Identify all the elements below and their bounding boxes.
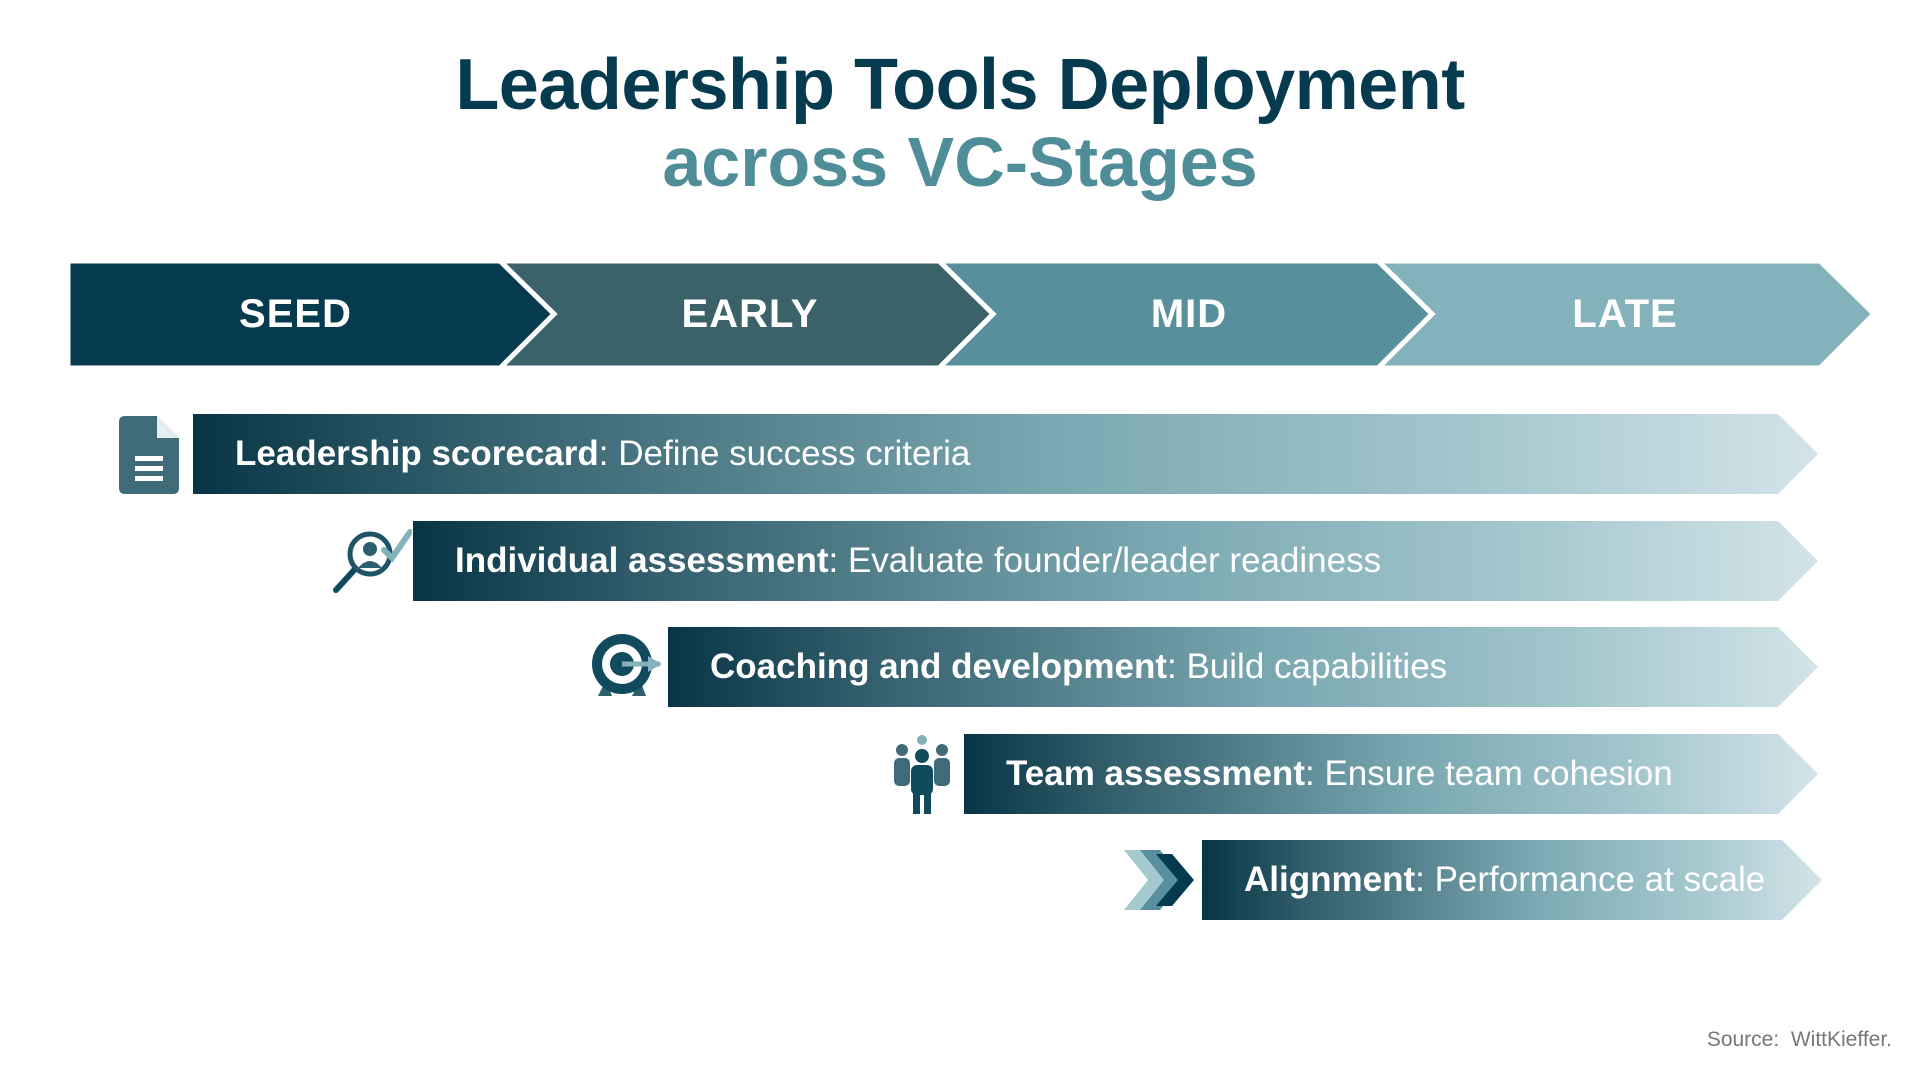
- tool-bar-coaching-and-development: Coaching and development: Build capabili…: [668, 627, 1818, 707]
- tool-bar-alignment: Alignment: Performance at scale: [1202, 840, 1822, 920]
- tool-separator: :: [1167, 647, 1177, 686]
- magnifier-person-check-icon: [333, 529, 412, 593]
- title-line-1: Leadership Tools Deployment: [455, 45, 1465, 125]
- title-line-2: across VC-Stages: [662, 122, 1258, 201]
- stage-label-seed: SEED: [239, 292, 352, 336]
- target-icon: [592, 634, 662, 696]
- tool-separator: :: [1415, 860, 1425, 899]
- double-chevron-icon: [1124, 850, 1194, 910]
- document-icon: [119, 416, 179, 494]
- tool-description: Evaluate founder/leader readiness: [838, 541, 1382, 580]
- tool-separator: :: [1304, 754, 1315, 793]
- tool-separator: :: [598, 434, 609, 473]
- tool-name: Individual assessment: [455, 541, 829, 580]
- tool-name: Coaching and development: [710, 647, 1167, 686]
- tool-bar-team-assessment: Team assessment: Ensure team cohesion: [964, 734, 1818, 814]
- tool-bar-leadership-scorecard: Leadership scorecard: Define success cri…: [193, 414, 1818, 494]
- tool-description: Define success criteria: [608, 434, 971, 473]
- team-people-icon: [894, 735, 950, 814]
- stage-label-early: EARLY: [681, 292, 819, 336]
- source-note: Source: WittKieffer.: [1706, 1028, 1892, 1051]
- tool-name: Leadership scorecard: [235, 434, 599, 473]
- tool-description: Build capabilities: [1176, 647, 1448, 686]
- stage-label-mid: MID: [1150, 292, 1228, 336]
- tool-description: Ensure team cohesion: [1314, 754, 1673, 793]
- tool-name: Team assessment: [1006, 754, 1305, 793]
- page-title: Leadership Tools Deployment across VC-St…: [0, 45, 1920, 201]
- tool-name: Alignment: [1244, 860, 1416, 899]
- tool-separator: :: [828, 541, 839, 580]
- tool-description: Performance at scale: [1424, 860, 1766, 899]
- tool-bar-individual-assessment: Individual assessment: Evaluate founder/…: [413, 521, 1818, 601]
- stage-label-late: LATE: [1572, 292, 1678, 336]
